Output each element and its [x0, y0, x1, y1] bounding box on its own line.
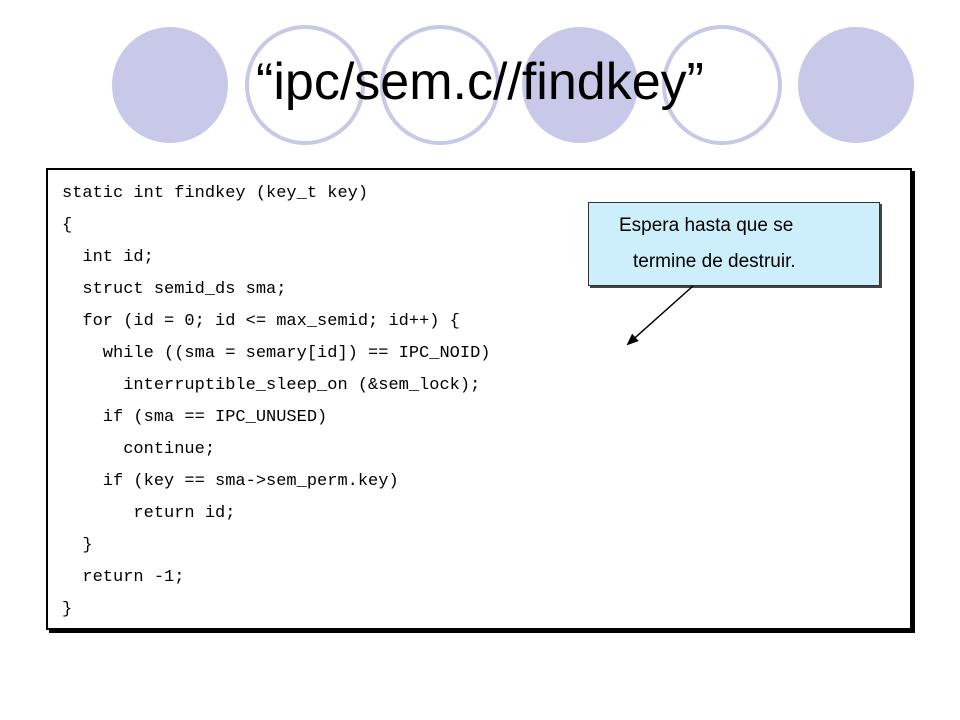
code-line: if (sma == IPC_UNUSED): [62, 408, 328, 427]
callout-text-line2: termine de destruir.: [633, 251, 796, 272]
callout-note: Espera hasta que se termine de destruir.: [588, 202, 880, 286]
circle-6: [798, 27, 914, 143]
circle-2: [245, 25, 365, 145]
circle-1: [112, 27, 228, 143]
circle-4: [522, 27, 638, 143]
code-line: while ((sma = semary[id]) == IPC_NOID): [62, 344, 491, 363]
circle-3: [380, 25, 500, 145]
slide-title: “ipc/sem.c//findkey”: [256, 53, 704, 111]
code-line: {: [62, 216, 73, 235]
circle-5: [662, 25, 782, 145]
callout-text-line1: Espera hasta que se: [619, 215, 794, 236]
code-line: struct semid_ds sma;: [62, 280, 287, 299]
code-line: static int findkey (key_t key): [62, 184, 369, 203]
code-line: if (key == sma->sem_perm.key): [62, 472, 399, 491]
code-line: }: [62, 536, 93, 555]
code-line: continue;: [62, 440, 216, 459]
code-line: return id;: [62, 504, 236, 523]
decorative-circles: [112, 25, 914, 145]
code-line: int id;: [62, 248, 154, 267]
code-line: return -1;: [62, 568, 185, 587]
code-line: }: [62, 600, 73, 619]
code-line: for (id = 0; id <= max_semid; id++) {: [62, 312, 460, 331]
code-line: interruptible_sleep_on (&sem_lock);: [62, 376, 481, 395]
